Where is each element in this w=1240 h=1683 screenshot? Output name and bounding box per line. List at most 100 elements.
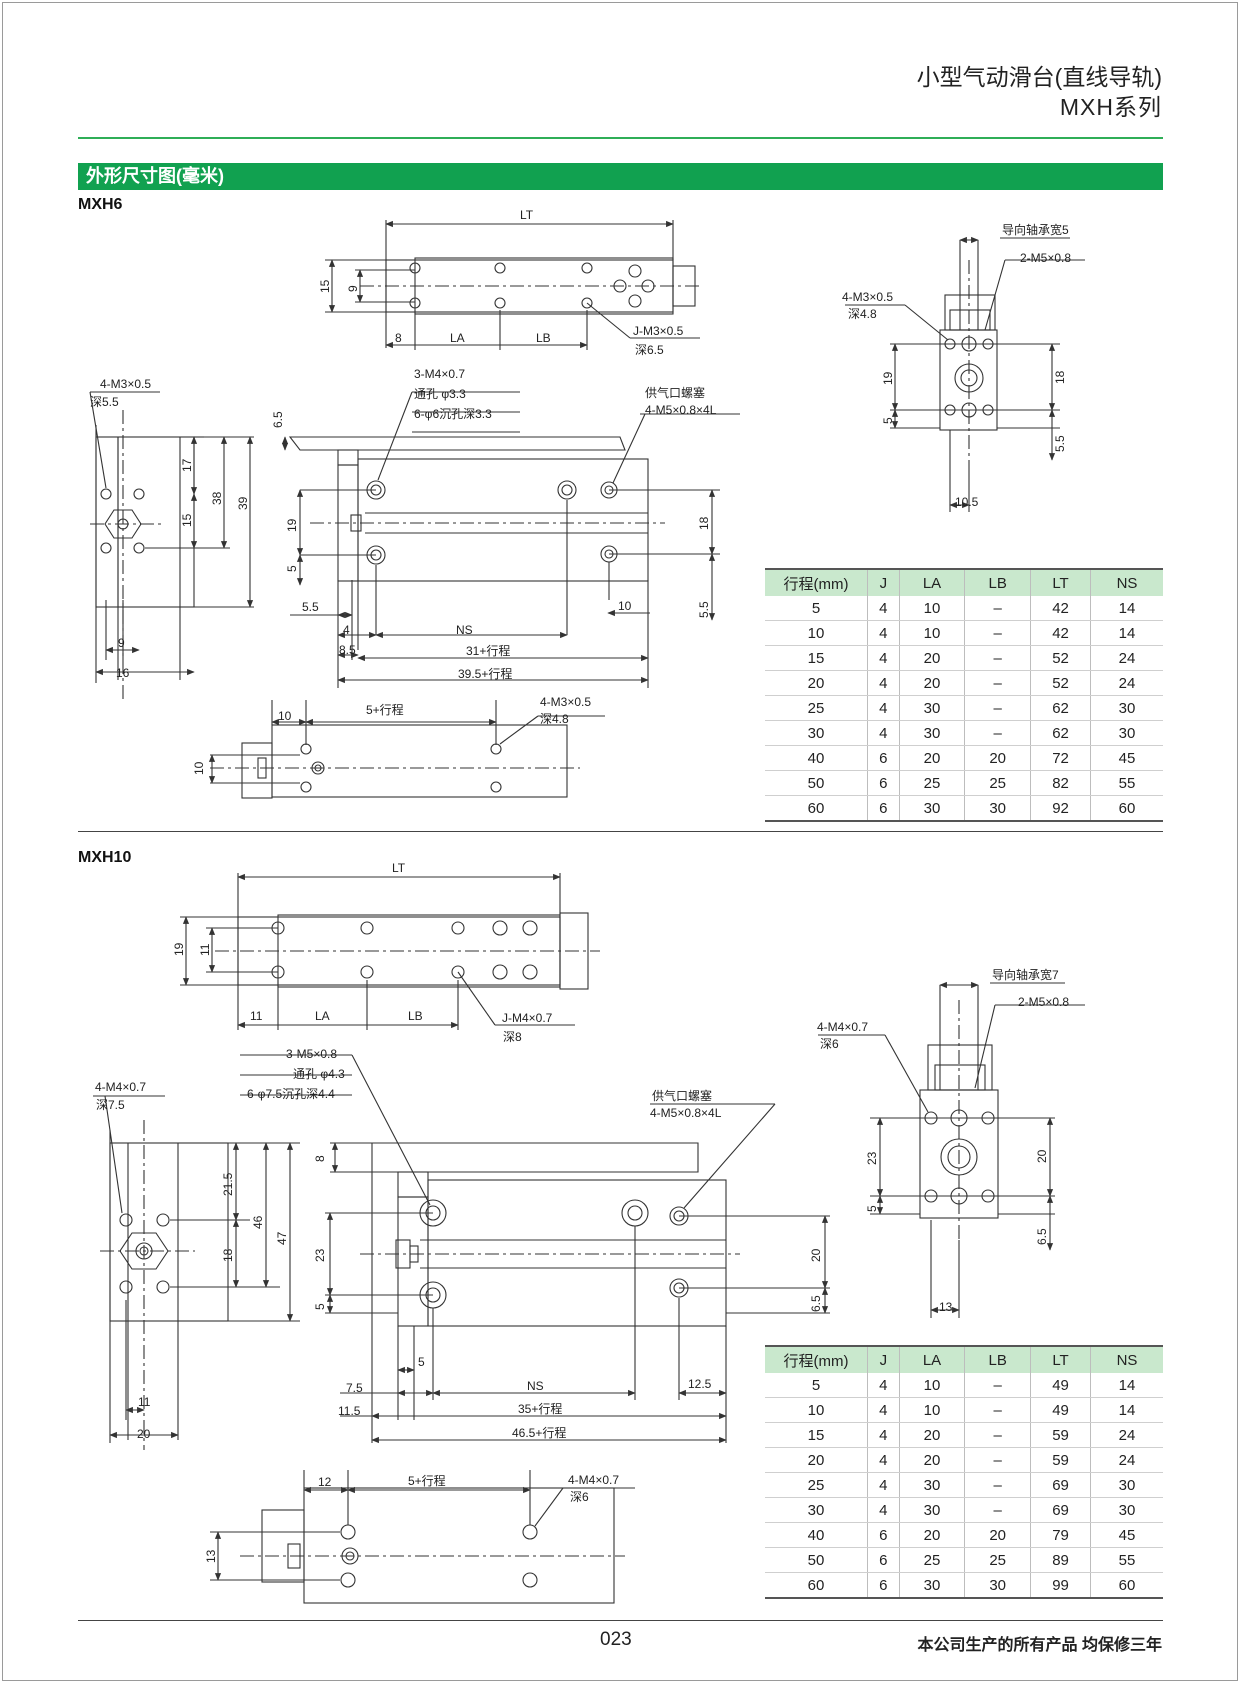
table-header-cell: 行程(mm) [765,568,868,596]
label-rt6-5-10: 6.5 [1035,1228,1049,1245]
table-cell: – [964,620,1031,646]
table-cell: 60 [1090,795,1163,822]
table-cell: 4 [867,1497,900,1523]
table-cell: – [964,1373,1031,1398]
label-11-10: 11 [250,1009,263,1023]
table-cell: 45 [1090,1522,1163,1548]
label-j-thread-10: J-M4×0.7 [502,1011,553,1025]
table-cell: 14 [1090,1397,1163,1423]
table-header-cell: J [867,568,900,596]
label-11c: 11 [138,1395,151,1409]
label-5-5b: 5.5 [302,600,319,614]
label-9b: 9 [118,636,125,650]
table-header-cell: LB [964,568,1031,596]
table-cell: 14 [1090,596,1163,621]
table-cell: 6 [867,770,900,796]
table-cell: 42 [1030,596,1091,621]
label-5-5: 5.5 [697,601,711,618]
label-side-thread: 4-M3×0.5 [100,377,151,391]
label-hole2: 通孔 φ3.3 [414,387,466,401]
table-cell: 30 [898,1572,965,1599]
table-cell: 4 [867,1472,900,1498]
table-cell: 5 [765,596,868,621]
label-rt-m3: 4-M3×0.5 [842,290,893,304]
label-19: 19 [285,518,299,532]
table-cell: 72 [1030,745,1091,771]
table-cell: 25 [964,1547,1031,1573]
label-bot-depth: 深4.8 [540,712,569,726]
label-46-5: 46.5+行程 [512,1425,566,1440]
table-cell: 20 [765,1447,868,1473]
table-cell: 20 [898,670,965,696]
section-divider [78,831,1163,832]
table-cell: 5 [765,1373,868,1398]
table-cell: 52 [1030,670,1091,696]
series-name: MXH系列 [1059,94,1162,120]
table-cell: 20 [898,1422,965,1448]
table-cell: 30 [1090,695,1163,721]
model-label-mxh6: MXH6 [78,196,123,213]
label-8: 8 [395,331,402,345]
mxh10-top-view [180,873,600,1030]
table-cell: 4 [867,670,900,696]
label-la: LA [450,331,465,345]
label-side-depth-10: 深7.5 [96,1098,125,1112]
label-18: 18 [697,516,711,530]
label-15: 15 [318,279,332,293]
table-cell: 60 [765,795,868,822]
table-cell: 20 [964,745,1031,771]
page-number: 023 [600,1629,632,1650]
table-header-cell: LT [1030,568,1091,596]
label-rt-depth: 深4.8 [848,307,877,321]
label-35: 35+行程 [518,1401,562,1416]
label-hole3: 6-φ6沉孔深3.3 [414,407,492,421]
table-cell: 30 [765,1497,868,1523]
mxh6-top-view [325,220,700,350]
table-header-cell: LA [898,568,965,596]
label-bot-thread-10: 4-M4×0.7 [568,1473,619,1487]
mxh6-side-view [89,391,254,700]
label-11-5: 11.5 [338,1404,361,1418]
table-cell: 20 [765,670,868,696]
table-cell: 4 [867,645,900,671]
label-19-10: 19 [172,942,186,956]
label-ns: NS [456,623,473,637]
label-rt10-5: 10.5 [955,495,979,509]
table-cell: 30 [1090,1497,1163,1523]
label-bot-thread: 4-M3×0.5 [540,695,591,709]
table-cell: 30 [898,1472,965,1498]
table-cell: 49 [1030,1397,1091,1423]
label-31: 31+行程 [466,643,510,658]
table-header-cell: NS [1090,1345,1163,1373]
table-cell: 50 [765,1547,868,1573]
table-cell: – [964,1472,1031,1498]
label-38: 38 [210,491,224,505]
mxh10-side-view [93,1095,300,1450]
page-header: 小型气动滑台(直线导轨) MXH系列 [917,62,1162,122]
table-cell: 40 [765,1522,868,1548]
label-hole2-10: 通孔 φ4.3 [293,1067,345,1081]
table-cell: 15 [765,645,868,671]
label-4: 4 [343,623,350,637]
table-cell: 89 [1030,1547,1091,1573]
table-cell: 40 [765,745,868,771]
label-guide-10: 导向轴承宽7 [992,967,1059,982]
dimension-labels: LT LA LB 8 15 9 J-M3×0.5 深6.5 4-M3×0.5 深… [90,208,1071,1563]
table-header-cell: LT [1030,1345,1091,1373]
table-cell: 42 [1030,620,1091,646]
table-cell: – [964,1397,1031,1423]
table-cell: 92 [1030,795,1091,822]
label-5b-10: 5 [418,1355,425,1369]
table-cell: 4 [867,1397,900,1423]
label-5-10: 5 [313,1303,327,1310]
